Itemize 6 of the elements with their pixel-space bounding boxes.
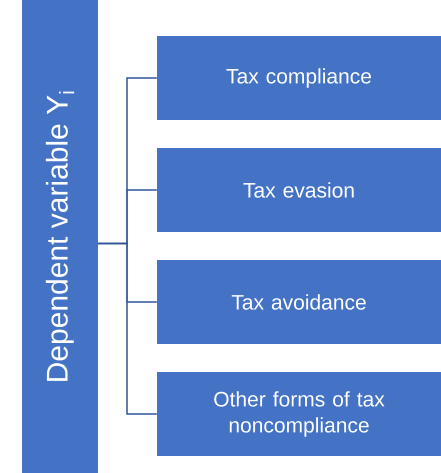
item-box: Other forms of tax noncompliance [157, 372, 441, 456]
item-box: Tax evasion [157, 148, 441, 232]
item-box: Tax compliance [157, 36, 441, 120]
item-box: Tax avoidance [157, 260, 441, 344]
category-box: Dependent variable Y$_{i}$ [22, 0, 98, 473]
connector-line [98, 242, 157, 415]
